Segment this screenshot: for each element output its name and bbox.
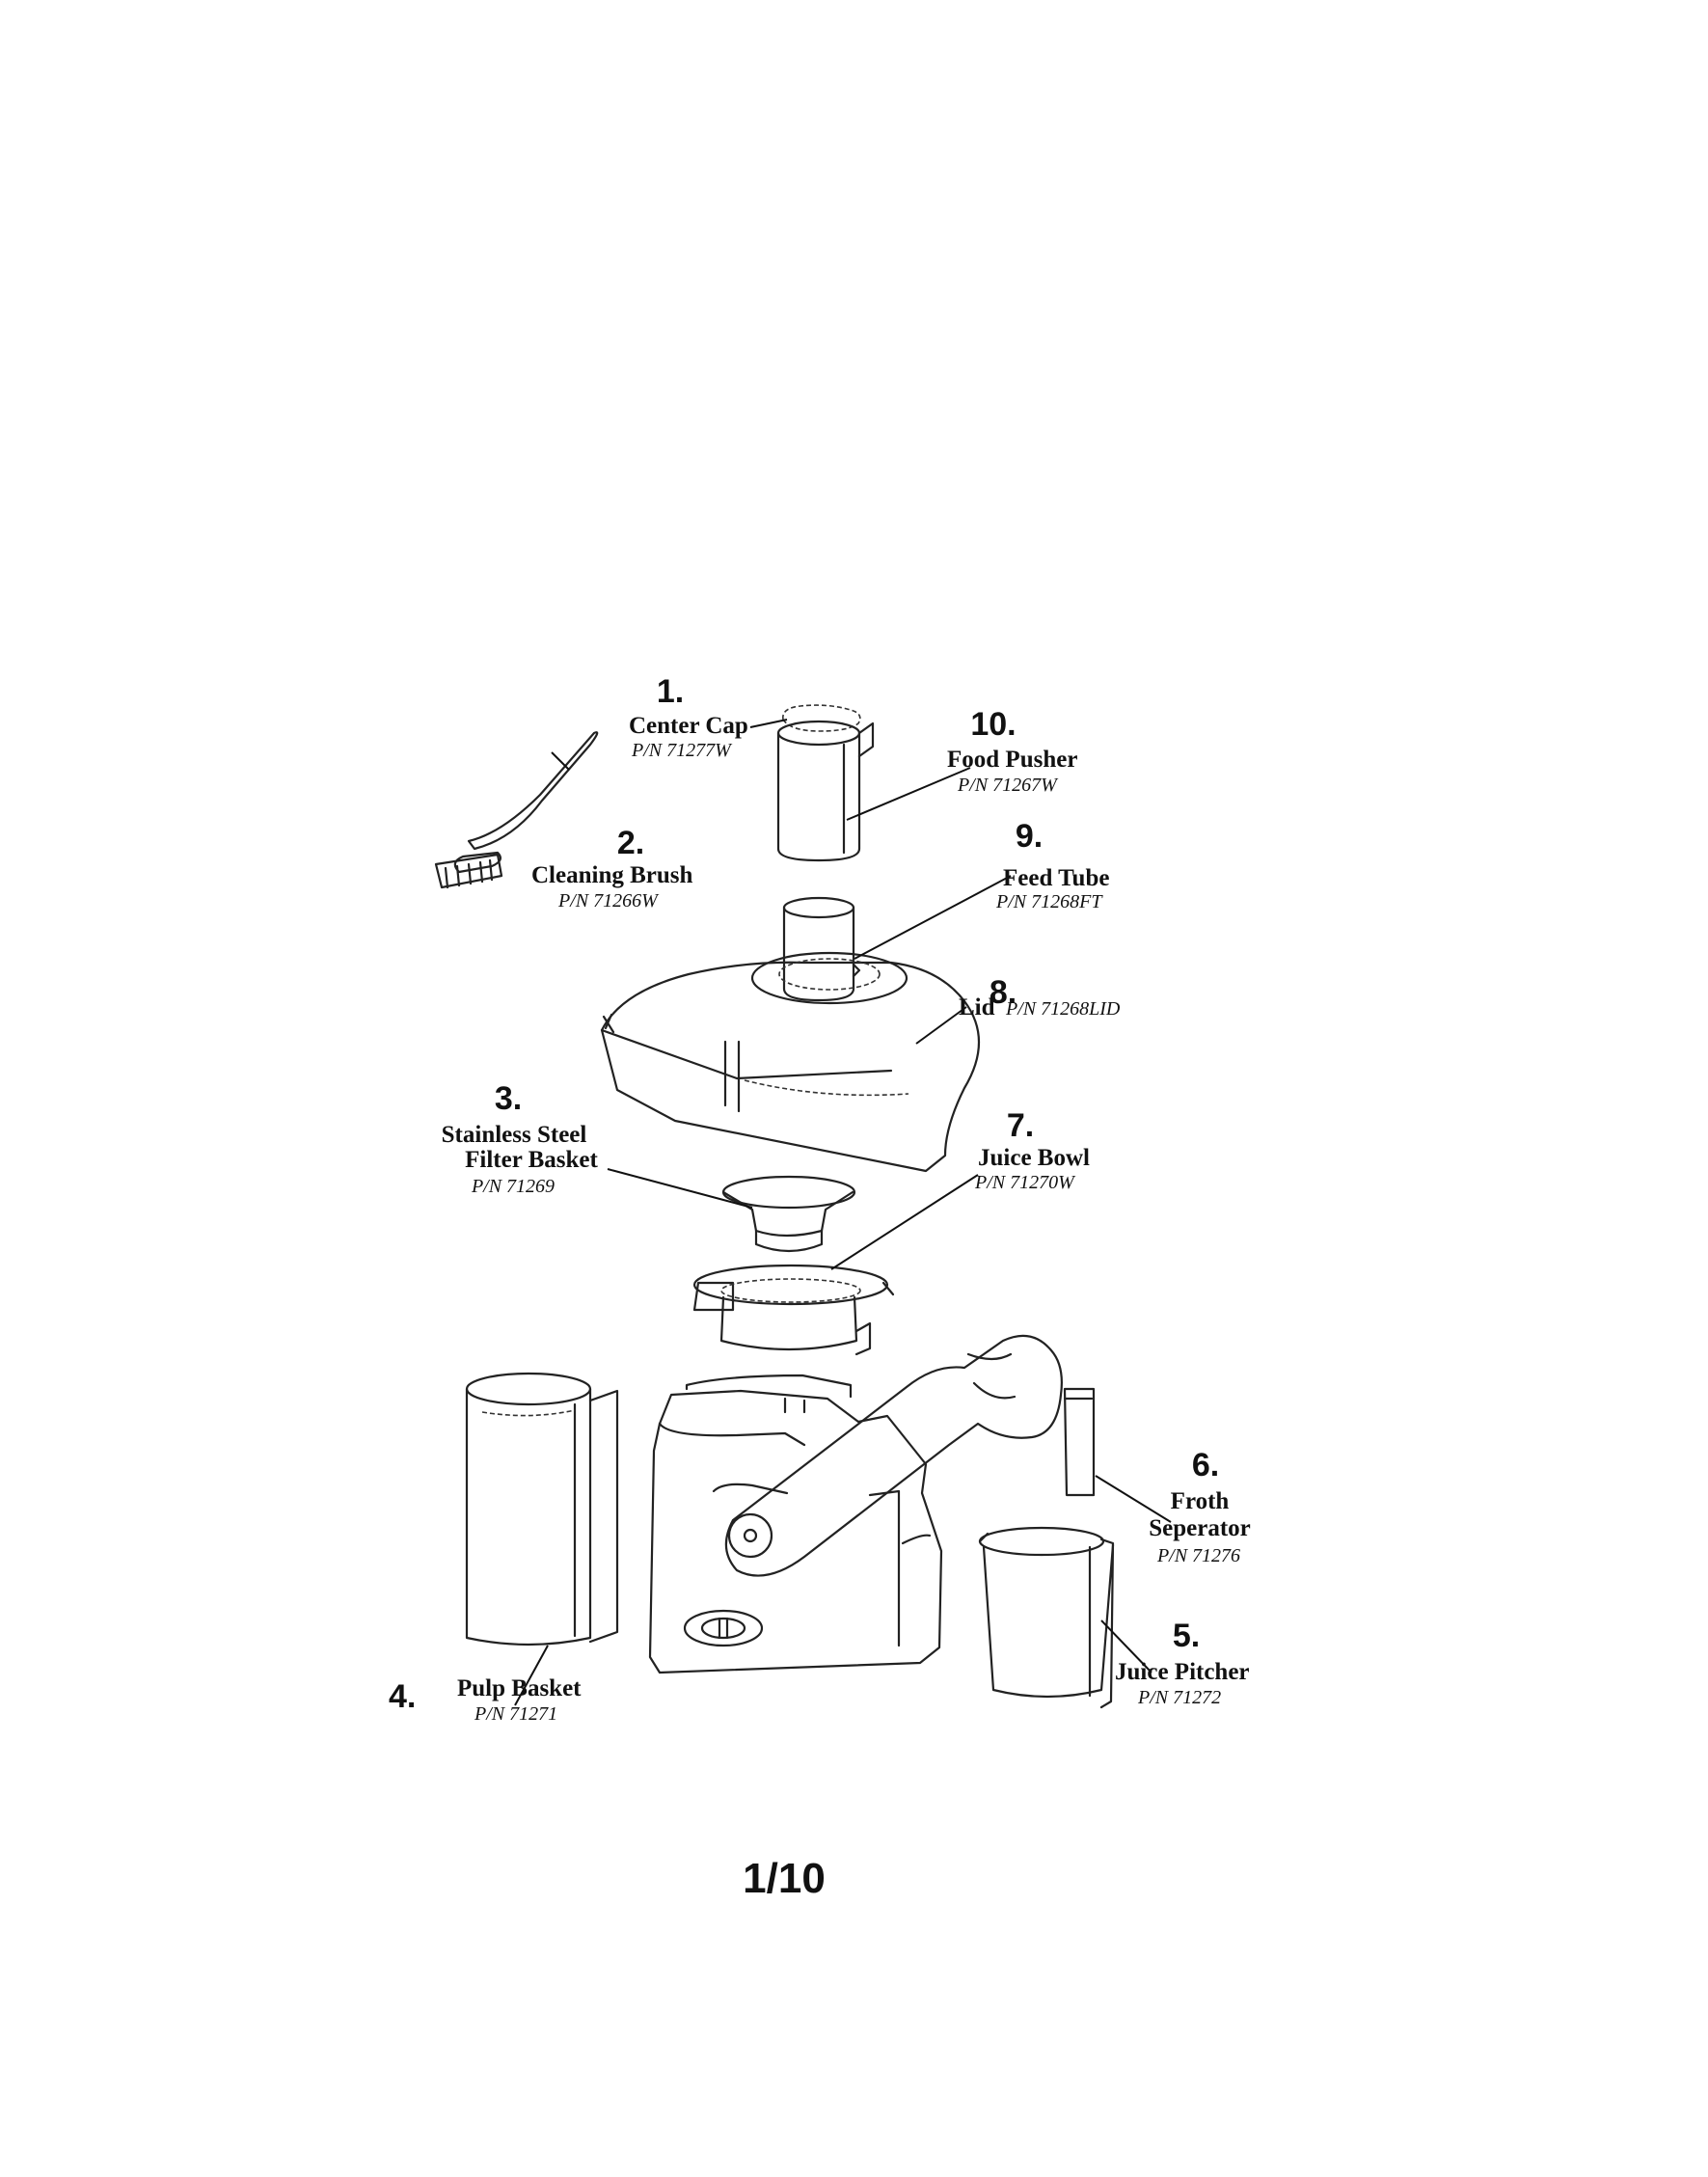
juice-pitcher-drawing [978, 1526, 1115, 1709]
froth-separator-drawing [1063, 1387, 1096, 1497]
part-name-food-pusher: Food Pusher [947, 747, 1078, 773]
part-pn-pulp-basket: P/N 71271 [474, 1703, 558, 1725]
feed-tube-drawing [782, 896, 861, 1002]
part-number-juice-pitcher: 5. [1172, 1618, 1201, 1654]
part-pn-filter-basket: P/N 71269 [471, 1176, 556, 1197]
part-pn-food-pusher: P/N 71267W [958, 775, 1057, 796]
part-number-lid: 8. [989, 974, 1017, 1011]
part-name-cleaning-brush: Cleaning Brush [531, 862, 693, 888]
part-number-pulp-basket: 4. [389, 1678, 417, 1715]
part-number-food-pusher: 10. [970, 706, 1017, 743]
part-number-juice-bowl: 7. [1006, 1107, 1035, 1144]
page-number: 1/10 [743, 1855, 826, 1902]
part-name-filter-basket-line1: Stainless Steel [441, 1122, 587, 1148]
part-number-feed-tube: 9. [1015, 818, 1044, 855]
juice-bowl-drawing [692, 1264, 895, 1356]
lid-drawing [600, 951, 980, 1173]
part-number-froth-separator: 6. [1191, 1447, 1220, 1483]
part-name-pulp-basket: Pulp Basket [457, 1675, 582, 1701]
pulp-basket-drawing [465, 1372, 619, 1646]
part-pn-center-cap: P/N 71277W [632, 740, 731, 761]
food-pusher-drawing [776, 720, 875, 862]
part-number-filter-basket: 3. [494, 1080, 523, 1117]
part-pn-lid: P/N 71268LID [1006, 998, 1121, 1020]
part-pn-juice-pitcher: P/N 71272 [1138, 1687, 1222, 1708]
part-name-center-cap: Center Cap [629, 713, 748, 739]
part-number-center-cap: 1. [656, 673, 685, 710]
part-name-froth-separator-line1: Froth [1170, 1488, 1230, 1514]
juicer-base-drawing [648, 1334, 1063, 1674]
part-name-juice-pitcher: Juice Pitcher [1115, 1659, 1250, 1685]
center-cap-drawing [782, 704, 861, 732]
part-pn-cleaning-brush: P/N 71266W [558, 890, 658, 912]
cleaning-brush-drawing [434, 731, 599, 889]
part-name-feed-tube: Feed Tube [1003, 865, 1110, 891]
part-pn-froth-separator: P/N 71276 [1156, 1545, 1241, 1566]
filter-basket-drawing [721, 1175, 856, 1253]
part-pn-juice-bowl: P/N 71270W [975, 1172, 1074, 1193]
leader-lines [514, 719, 1172, 1706]
part-number-cleaning-brush: 2. [616, 825, 645, 861]
part-name-lid: Lid [959, 994, 995, 1020]
part-pn-feed-tube: P/N 71268FT [996, 891, 1102, 912]
part-name-filter-basket-line2: Filter Basket [465, 1147, 598, 1173]
part-name-froth-separator-line2: Seperator [1149, 1515, 1251, 1541]
part-name-juice-bowl: Juice Bowl [978, 1145, 1090, 1171]
